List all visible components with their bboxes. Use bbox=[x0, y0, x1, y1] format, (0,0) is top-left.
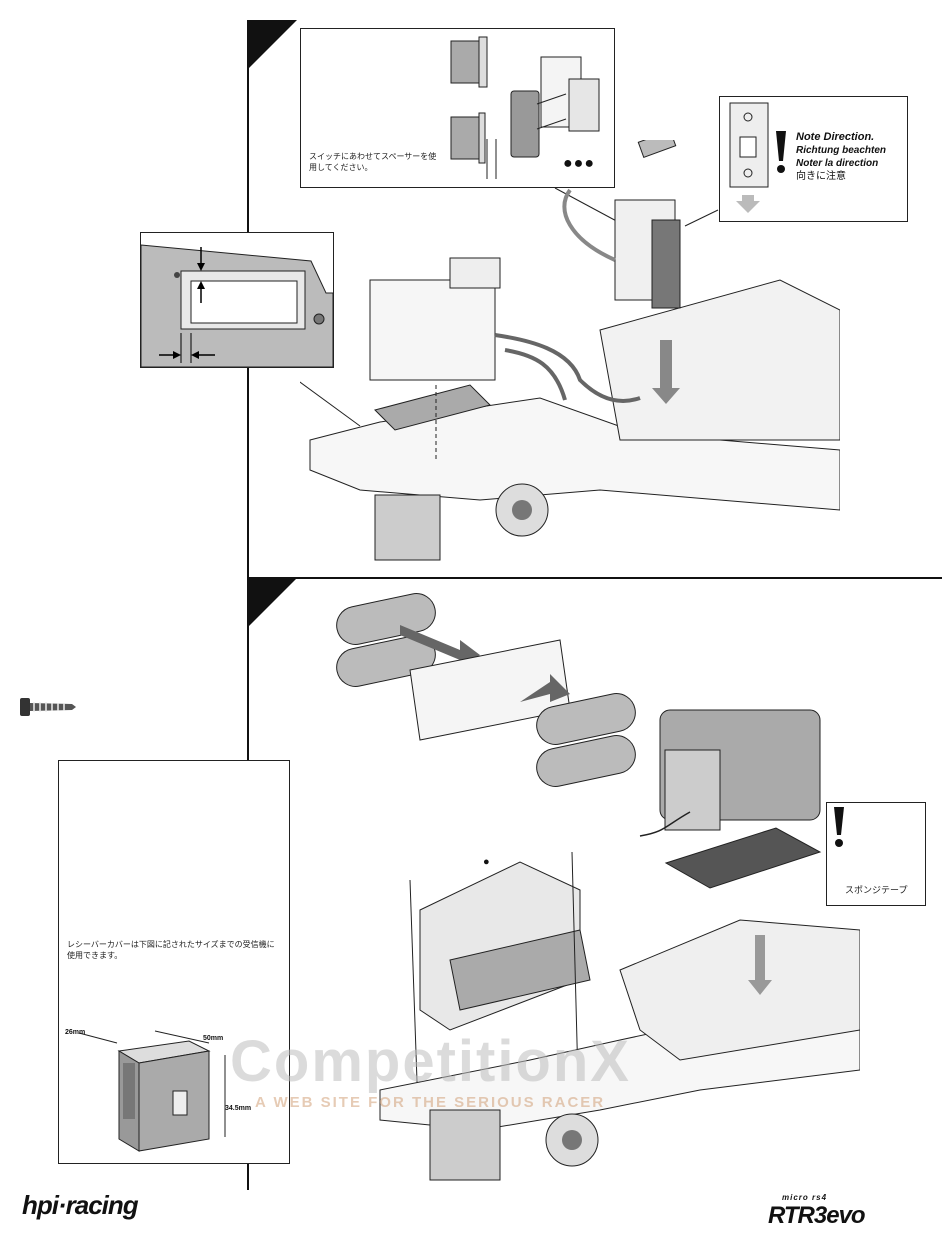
dim-width: 26mm bbox=[65, 1029, 85, 1036]
screw-icon bbox=[20, 696, 76, 718]
sponge-tape-box: スポンジテープ bbox=[826, 802, 926, 906]
dim-height: 34.5mm bbox=[225, 1105, 251, 1112]
rtr3evo-logo: micro rs4 RTR3evo bbox=[768, 1194, 865, 1230]
dim-length: 50mm bbox=[203, 1035, 223, 1042]
step-divider-horizontal bbox=[247, 577, 942, 579]
step2-corner-marker bbox=[247, 578, 297, 628]
watermark-subtitle: A WEB SITE FOR THE SERIOUS RACER bbox=[255, 1094, 605, 1111]
watermark-title: CompetitionX bbox=[230, 1028, 631, 1095]
step1-chassis-illustration bbox=[300, 140, 840, 570]
hpi-racing-logo: hpi·racing bbox=[22, 1190, 138, 1221]
step1-corner-marker bbox=[247, 20, 297, 70]
dot-marker: ● bbox=[483, 856, 490, 868]
warning-exclamation-icon bbox=[832, 807, 846, 849]
receiver-size-note: レシーバーカバーは下図に記されたサイズまでの受信機に使用できます。 bbox=[67, 939, 277, 961]
sponge-tape-label: スポンジテープ bbox=[845, 885, 907, 896]
